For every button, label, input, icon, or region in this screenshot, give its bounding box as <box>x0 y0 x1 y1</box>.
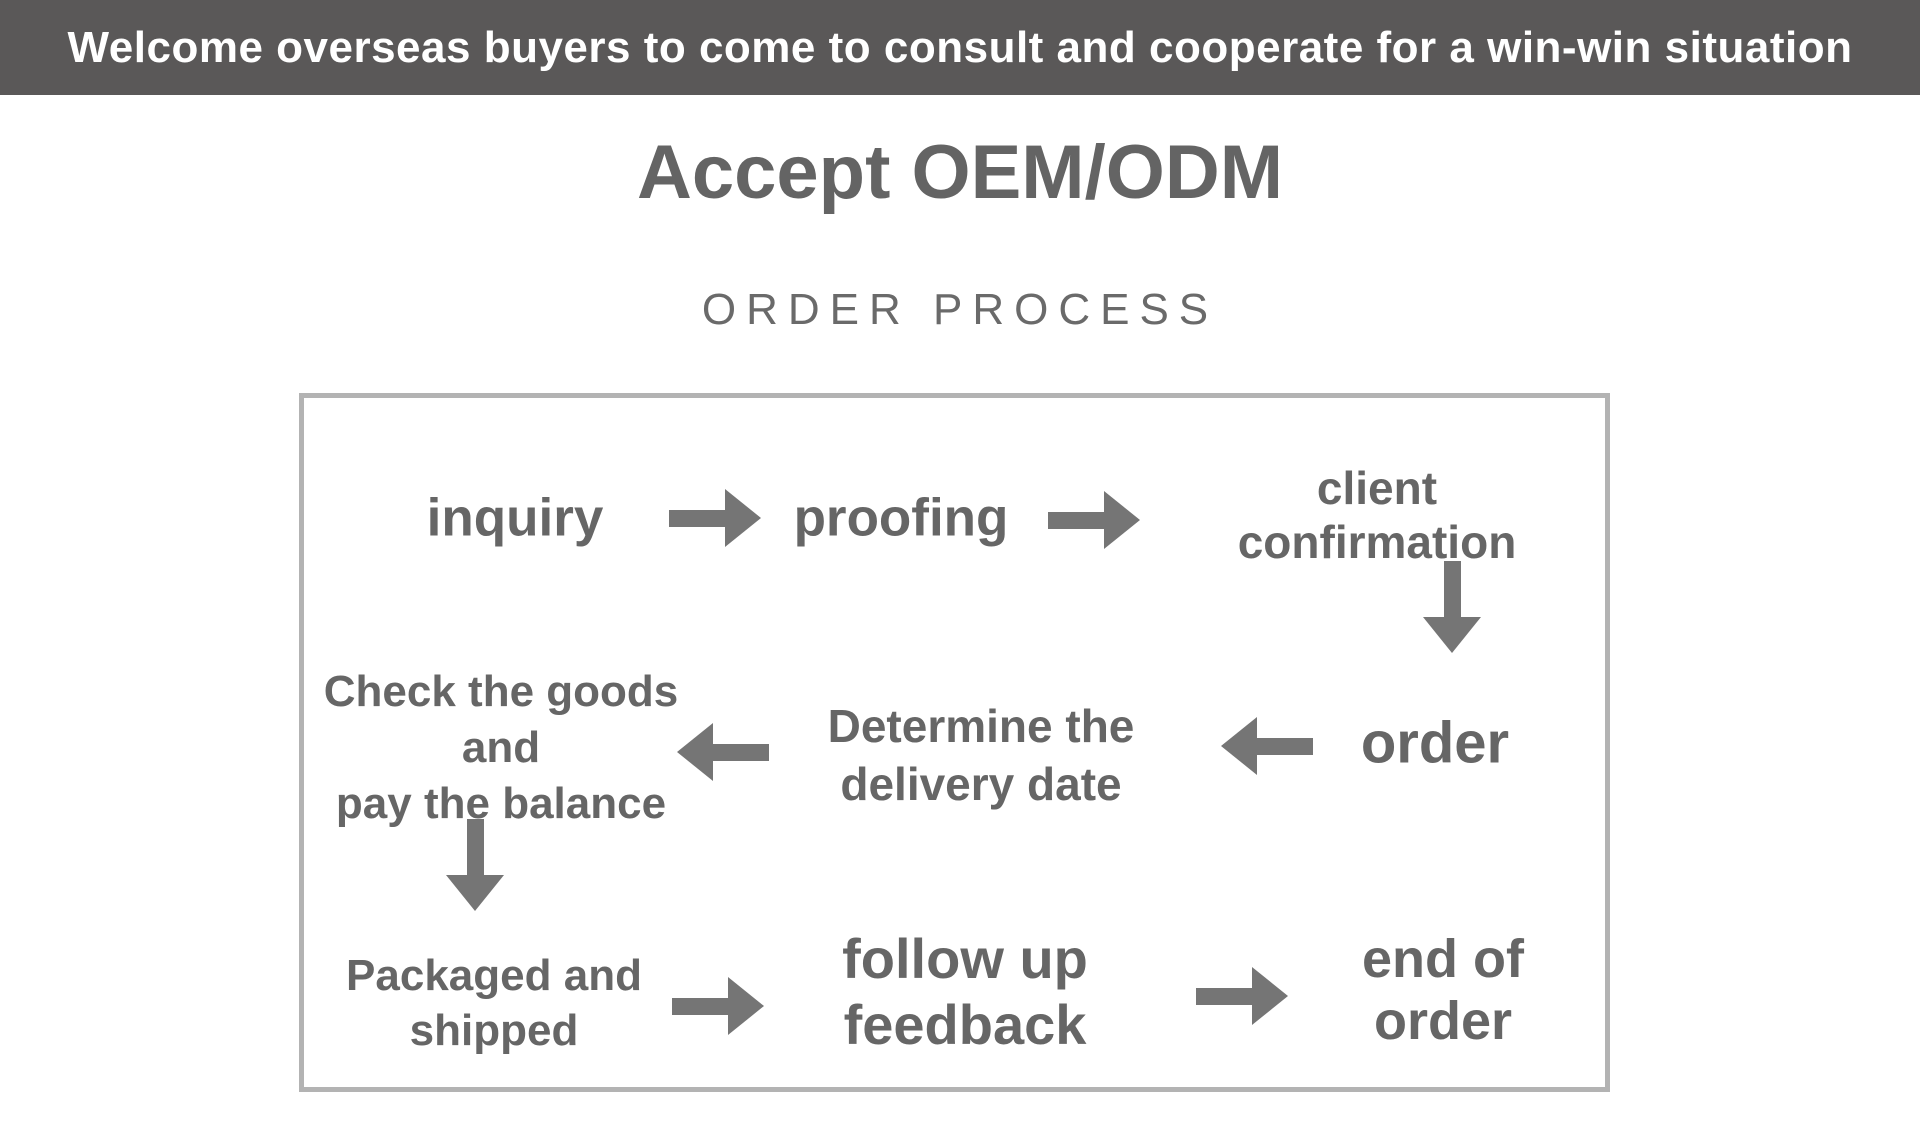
top-banner: Welcome overseas buyers to come to consu… <box>0 0 1920 95</box>
flow-step-client-confirmation: client confirmation <box>1237 462 1517 568</box>
flow-step-packaged-shipped: Packaged and shipped <box>346 951 642 1055</box>
order-process-flowchart: inquiry proofing client confirmation ord… <box>299 393 1610 1092</box>
arrow-left-icon <box>1221 717 1313 775</box>
flow-step-inquiry: inquiry <box>426 488 604 548</box>
arrow-down-icon <box>446 819 504 911</box>
flow-step-check-goods-pay-balance: Check the goods and pay the balance <box>323 667 679 828</box>
page-subtitle: ORDER PROCESS <box>701 285 1219 334</box>
flow-step-proofing: proofing <box>793 488 1009 548</box>
arrow-right-icon <box>1048 491 1140 549</box>
arrow-down-icon <box>1423 561 1481 653</box>
flow-step-determine-delivery-date: Determine the delivery date <box>827 700 1135 810</box>
arrow-right-icon <box>669 489 761 547</box>
flow-step-follow-up-feedback: follow up feedback <box>842 927 1088 1056</box>
arrow-right-icon <box>672 977 764 1035</box>
flow-step-order: order <box>1360 710 1510 776</box>
arrow-right-icon <box>1196 967 1288 1025</box>
flow-step-end-of-order: end of order <box>1362 929 1524 1051</box>
banner-text: Welcome overseas buyers to come to consu… <box>67 22 1853 72</box>
arrow-left-icon <box>677 723 769 781</box>
page-title: Accept OEM/ODM <box>636 130 1284 215</box>
